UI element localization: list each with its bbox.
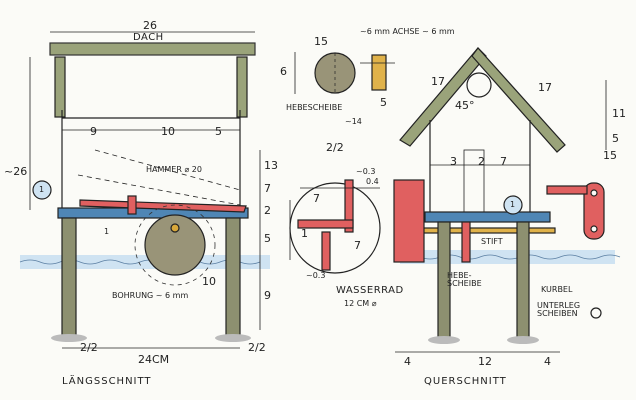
lifter-detail (294, 52, 395, 94)
wheel-dim-2-2: 2/2 (326, 141, 344, 154)
cross-dim-5: 5 (612, 132, 619, 145)
bore-label: BOHRUNG ~ 6 mm (112, 291, 189, 300)
wheel-dim-0-3b: ~0.3 (306, 271, 326, 280)
water-band-right (400, 250, 615, 264)
gable-opening (466, 72, 492, 98)
cross-dim-15: 15 (603, 149, 617, 162)
dim-13: 13 (264, 159, 278, 172)
cross-dim-4: 4 (404, 355, 411, 368)
axle-side-view (371, 54, 387, 91)
stift-label: STIFT (481, 237, 503, 246)
dim-right-5: 5 (264, 232, 271, 245)
wheel-dim-7a: 7 (313, 192, 320, 205)
lifter-dim-14: ~14 (345, 117, 362, 126)
base-width: 24CM (138, 353, 170, 366)
marker-circle-right (503, 195, 523, 215)
base-board-right (424, 211, 551, 223)
cross-dim-11: 11 (612, 107, 626, 120)
lifter-disc-label: HEBE- SCHEIBE (447, 271, 482, 288)
roof-label: DACH (133, 32, 164, 43)
waterwheel-side (393, 179, 425, 263)
longitudinal-section (19, 31, 270, 349)
cross-dim-7: 7 (500, 155, 507, 168)
lifter-dim-15: 15 (314, 35, 328, 48)
left-half-dim: 2/2 (80, 341, 98, 354)
wheel-dim-7b: 7 (354, 239, 361, 252)
roof-plank (49, 42, 256, 56)
dim-2: 2 (264, 204, 271, 217)
roof-post-left (54, 56, 66, 118)
dim-5: 5 (215, 125, 222, 138)
leg-left-2 (225, 217, 241, 337)
marker-number-right: 1 (510, 200, 516, 209)
cam-wheel (144, 214, 206, 276)
dim-bottom-10: 10 (202, 275, 216, 288)
waterwheel-detail (289, 179, 381, 274)
cross-dim-2: 2 (478, 155, 485, 168)
hammer-head (127, 195, 137, 215)
waterwheel-paddle-v (344, 179, 354, 233)
wheel-dim-1: 1 (301, 227, 308, 240)
wheel-dim-0-3: ~0.3 (356, 167, 376, 176)
hammer-arm (79, 199, 247, 213)
crank-label: KURBEL (541, 285, 573, 294)
roof-post-right (236, 56, 248, 118)
roof-angle: 45° (455, 99, 475, 112)
cross-section (393, 47, 621, 353)
crank-arm (583, 182, 605, 240)
axle-label: ~6 mm ACHSE ~ 6 mm (360, 27, 455, 36)
longitudinal-title: LÄNGSSCHNITT (62, 376, 152, 387)
wheel-dim-0-4: 0.4 (366, 177, 379, 186)
marker-number-left: 1 (39, 185, 45, 194)
cross-dim-3: 3 (450, 155, 457, 168)
roof-right-slope (471, 47, 566, 153)
waterwheel-title: WASSERRAD (336, 285, 404, 296)
right-half-dim: 2/2 (248, 341, 266, 354)
lifter-dim-5: 5 (380, 96, 387, 109)
roof-right-dim: 17 (538, 81, 552, 94)
dim-7: 7 (264, 182, 271, 195)
dim-10: 10 (161, 125, 175, 138)
dim-small-1: 1 (104, 227, 110, 236)
hammer-label: HAMMER ⌀ 20 (146, 165, 202, 174)
marker-circle-left (32, 180, 52, 200)
dim-side-height: ~26 (4, 165, 28, 178)
washer-label: UNTERLEG SCHEIBEN (537, 301, 581, 318)
lifter-label: HEBESCHEIBE (286, 103, 343, 112)
dim-right-9: 9 (264, 289, 271, 302)
cross-section-title: QUERSCHNITT (424, 376, 507, 387)
lifter-disc-section (461, 221, 471, 263)
water-band-left (20, 255, 270, 269)
lifter-dim-6: 6 (280, 65, 287, 78)
cross-dim-4b: 4 (544, 355, 551, 368)
cross-dim-12: 12 (478, 355, 492, 368)
roof-left-dim: 17 (431, 75, 445, 88)
dim-9: 9 (90, 125, 97, 138)
roof-left-slope (399, 47, 487, 147)
waterwheel-size: 12 CM ⌀ (344, 299, 377, 308)
waterwheel-paddle-h (297, 219, 354, 229)
dim-top-width: 26 (143, 19, 157, 32)
leg-right-2 (516, 221, 530, 341)
leg-left-1 (61, 217, 77, 337)
